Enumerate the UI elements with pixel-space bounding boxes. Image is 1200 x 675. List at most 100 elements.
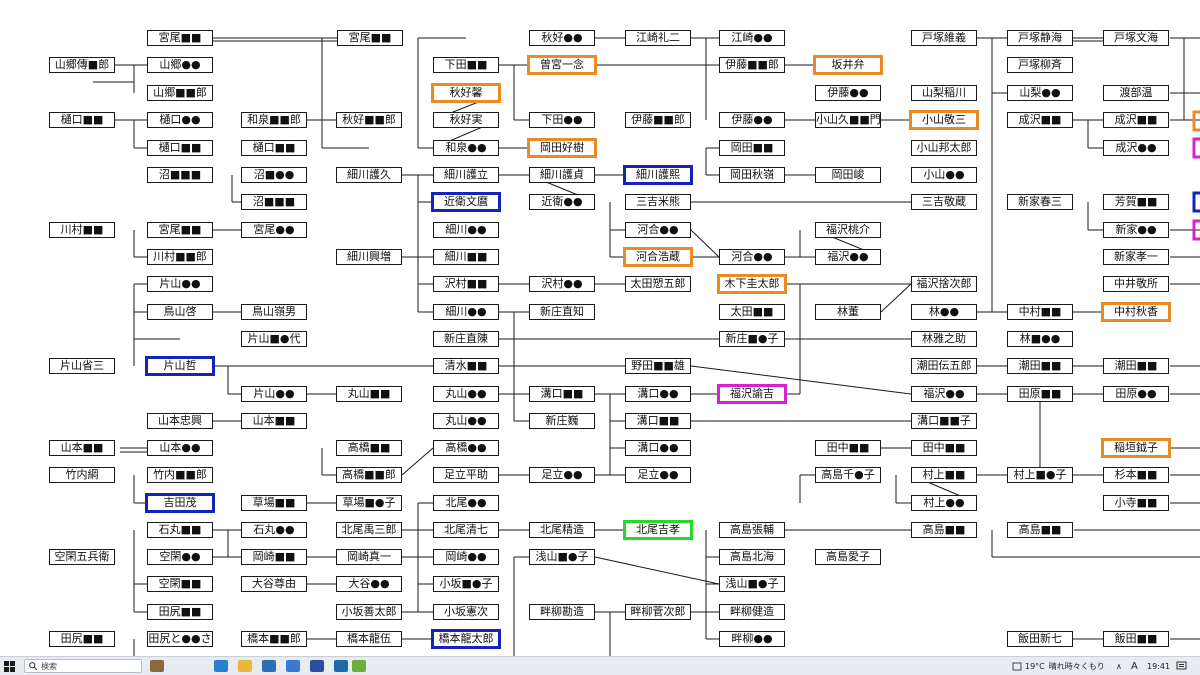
person-node[interactable]: 福沢捨次郎 xyxy=(911,276,977,292)
person-node[interactable]: 小寺■■ xyxy=(1103,495,1169,511)
person-node[interactable]: 田尻■■ xyxy=(49,631,115,647)
person-node[interactable]: 山梨●● xyxy=(1007,85,1073,101)
person-node[interactable]: 中村■■ xyxy=(1007,304,1073,320)
person-node[interactable]: 太田愬五郎 xyxy=(625,276,691,292)
person-node[interactable]: 草場■●子 xyxy=(336,495,402,511)
person-node[interactable]: 北尾禹三郎 xyxy=(336,522,402,538)
person-node[interactable]: 河合浩蔵 xyxy=(623,247,693,267)
person-node[interactable]: 村上■●子 xyxy=(1007,467,1073,483)
chevron-up-icon[interactable]: ∧ xyxy=(1116,661,1122,671)
person-node[interactable]: 山郷傳■郎 xyxy=(49,57,115,73)
person-node[interactable]: 新庄直知 xyxy=(529,304,595,320)
person-node[interactable]: 高橋■■郎 xyxy=(336,467,402,483)
person-node[interactable]: 吉田茂 xyxy=(145,493,215,513)
person-node[interactable]: 小山邦太郎 xyxy=(911,140,977,156)
person-node[interactable]: 三吉米熊 xyxy=(625,194,691,210)
person-node[interactable]: 小坂善太郎 xyxy=(336,604,402,620)
person-node[interactable]: 細川●● xyxy=(433,304,499,320)
person-node[interactable]: 河合●● xyxy=(719,249,785,265)
person-node[interactable]: 戸塚静海 xyxy=(1007,30,1073,46)
person-node[interactable]: 新庄直陳 xyxy=(433,331,499,347)
person-node[interactable]: 三吉敬蔵 xyxy=(911,194,977,210)
person-node[interactable]: 樋口●● xyxy=(147,112,213,128)
person-node[interactable]: 沼■■■ xyxy=(241,194,307,210)
app-jw-icon[interactable] xyxy=(310,660,324,672)
weather-widget[interactable]: 19°C 晴れ時々くもり xyxy=(1012,657,1105,675)
person-node[interactable]: 丸山■■ xyxy=(336,386,402,402)
person-node[interactable]: 北尾精造 xyxy=(529,522,595,538)
person-node[interactable]: 戸塚柳斉 xyxy=(1007,57,1073,73)
person-node[interactable]: 福沢諭吉 xyxy=(717,384,787,404)
person-node[interactable]: 近衛●● xyxy=(529,194,595,210)
person-node[interactable]: 樋口■■ xyxy=(241,140,307,156)
person-node[interactable]: 丸山●● xyxy=(433,413,499,429)
person-node[interactable]: 新家孝一 xyxy=(1103,249,1169,265)
person-node[interactable]: 沼■■■ xyxy=(147,167,213,183)
person-node[interactable]: 北尾●● xyxy=(433,495,499,511)
person-node[interactable]: 田尻と●●さ xyxy=(147,631,213,647)
person-node[interactable]: 畔柳勘造 xyxy=(529,604,595,620)
person-node[interactable]: 畔柳健造 xyxy=(719,604,785,620)
person-node[interactable]: 小坂■●子 xyxy=(433,576,499,592)
person-node[interactable]: 田中■■ xyxy=(911,440,977,456)
person-node[interactable]: 田原■■ xyxy=(1007,386,1073,402)
person-node[interactable]: 片山●● xyxy=(147,276,213,292)
person-node[interactable]: 宮尾■■ xyxy=(337,30,403,46)
person-node[interactable]: 下田■■ xyxy=(433,57,499,73)
person-node[interactable]: 村上●● xyxy=(911,495,977,511)
person-node[interactable]: 高島■■ xyxy=(911,522,977,538)
person-node[interactable]: 岡崎真一 xyxy=(336,549,402,565)
notification-icon[interactable] xyxy=(1176,657,1187,675)
person-node[interactable]: 渡部温 xyxy=(1103,85,1169,101)
taskbar-clock[interactable]: 19:41 xyxy=(1147,661,1171,671)
person-node[interactable]: 杉本■■ xyxy=(1103,467,1169,483)
person-node[interactable]: 山本忠興 xyxy=(147,413,213,429)
person-node[interactable]: 溝口■■ xyxy=(625,413,691,429)
person-node[interactable]: 宮尾●● xyxy=(241,222,307,238)
person-node[interactable]: 中井敬所 xyxy=(1103,276,1169,292)
file-explorer-icon[interactable] xyxy=(238,660,252,672)
person-node[interactable]: 坂井弁 xyxy=(813,55,883,75)
person-node[interactable]: 溝口■■ xyxy=(529,386,595,402)
person-node[interactable]: 清水■■ xyxy=(433,358,499,374)
person-node[interactable]: 成沢■■ xyxy=(1007,112,1073,128)
person-node[interactable]: 戸塚維義 xyxy=(911,30,977,46)
app-window-icon[interactable] xyxy=(334,660,348,672)
person-node[interactable]: 足立●● xyxy=(529,467,595,483)
person-node[interactable]: 足立●● xyxy=(625,467,691,483)
person-node[interactable]: 新家春三 xyxy=(1007,194,1073,210)
person-node[interactable]: 山郷■■郎 xyxy=(147,85,213,101)
person-node[interactable]: 沢村■■ xyxy=(433,276,499,292)
person-node[interactable]: 高島愛子 xyxy=(815,549,881,565)
person-node[interactable]: 中村秋香 xyxy=(1101,302,1171,322)
person-node[interactable]: 山本■■ xyxy=(241,413,307,429)
person-node[interactable]: 空閑五兵衛 xyxy=(49,549,115,565)
person-node[interactable]: 小山久■■門 xyxy=(815,112,881,128)
person-node[interactable]: 伊藤●● xyxy=(719,112,785,128)
person-node[interactable]: 細川護熙 xyxy=(623,165,693,185)
person-node[interactable]: 樋口■■ xyxy=(49,112,115,128)
person-node[interactable]: 鳥山啓 xyxy=(147,304,213,320)
person-node[interactable]: 高橋■■ xyxy=(336,440,402,456)
taskbar-search-box[interactable]: 検索 xyxy=(24,659,142,673)
person-node[interactable]: 片山哲 xyxy=(145,356,215,376)
person-node[interactable]: 細川■■ xyxy=(433,249,499,265)
mail-icon[interactable] xyxy=(286,660,300,672)
person-node[interactable]: 潮田■■ xyxy=(1103,358,1169,374)
person-node[interactable]: 岡田■■ xyxy=(719,140,785,156)
person-node[interactable]: 飯田■■ xyxy=(1103,631,1169,647)
person-node[interactable]: 畔柳●● xyxy=(719,631,785,647)
person-node[interactable]: 林■●● xyxy=(1007,331,1073,347)
person-node[interactable]: 山本●● xyxy=(147,440,213,456)
person-node[interactable]: 山梨稲川 xyxy=(911,85,977,101)
person-node[interactable]: 川村■■ xyxy=(49,222,115,238)
person-node[interactable]: 村上■■ xyxy=(911,467,977,483)
person-node[interactable]: 潮田伝五郎 xyxy=(911,358,977,374)
person-node[interactable]: 石丸■■ xyxy=(147,522,213,538)
person-node[interactable]: 鳥山嶺男 xyxy=(241,304,307,320)
person-node[interactable]: 片山省三 xyxy=(49,358,115,374)
person-node[interactable]: 小山●● xyxy=(911,167,977,183)
person-node[interactable]: 細川護久 xyxy=(336,167,402,183)
person-node[interactable]: 宮尾■■ xyxy=(147,30,213,46)
person-node[interactable]: 空閑●● xyxy=(147,549,213,565)
